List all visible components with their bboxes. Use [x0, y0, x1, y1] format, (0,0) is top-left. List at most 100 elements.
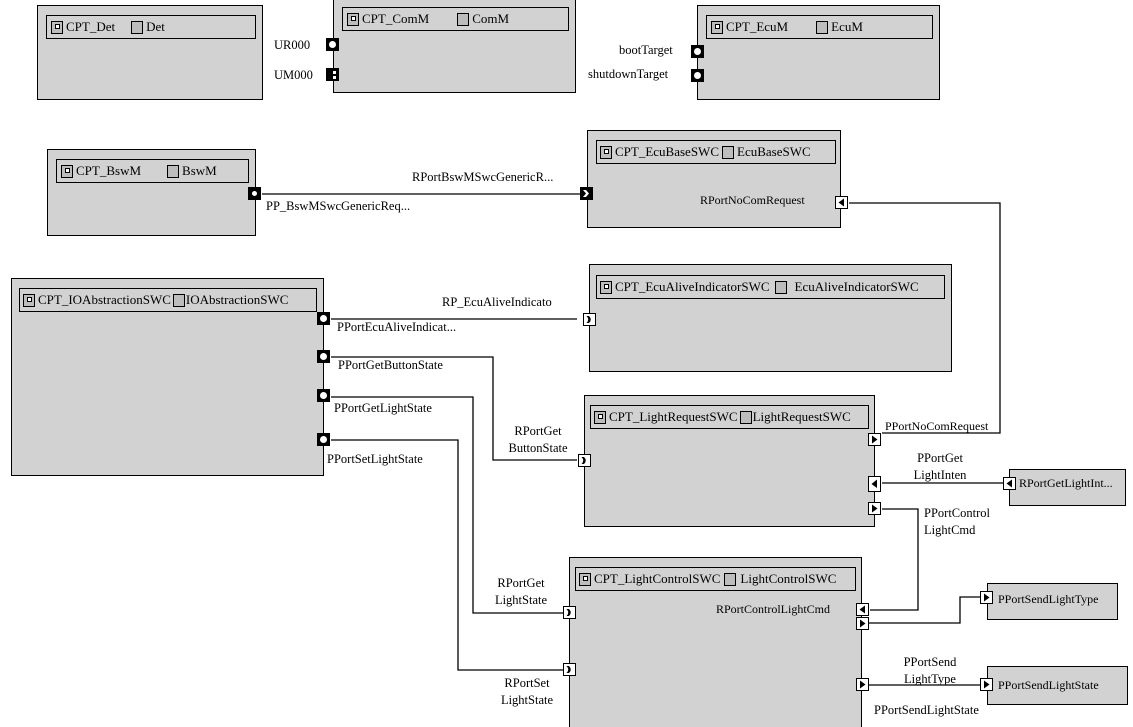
- component-type-icon: [739, 410, 752, 424]
- prototype-icon: [23, 293, 35, 307]
- port-label-rport-getbutton: RPortGet ButtonState: [498, 424, 578, 455]
- port-label-pport-setlight: PPortSetLightState: [327, 452, 423, 466]
- port-external-send-light-state[interactable]: [980, 678, 993, 691]
- component-header: CPT_LightControlSWC LightControlSWC: [575, 567, 856, 591]
- component-instance-name: CPT_Det: [66, 19, 116, 34]
- label-line-1: RPortGet: [514, 424, 562, 438]
- external-port-label: PPortSendLightType: [998, 592, 1099, 606]
- external-port-label: RPortGetLightInt...: [1019, 476, 1113, 490]
- prototype-icon: [600, 145, 612, 159]
- port-rport-nocom-request[interactable]: [835, 196, 848, 209]
- port-pport-send-light-type[interactable]: [856, 617, 869, 630]
- label-line-2: LightType: [904, 672, 956, 686]
- port-pp-bswm-swc-generic-request[interactable]: [248, 187, 261, 200]
- port-ur000[interactable]: [326, 38, 339, 51]
- port-rport-get-light-intensity[interactable]: [1003, 477, 1016, 490]
- component-instance-name: CPT_ComM: [362, 11, 430, 26]
- component-light-control-swc[interactable]: CPT_LightControlSWC LightControlSWC: [569, 557, 862, 727]
- label-line-1: PPortSend: [903, 655, 957, 669]
- component-type-name: LightControlSWC: [740, 571, 837, 586]
- component-ecu-alive-indicator-swc[interactable]: CPT_EcuAliveIndicatorSWC EcuAliveIndicat…: [589, 264, 952, 372]
- component-comm[interactable]: CPT_ComM ComM: [333, 0, 576, 93]
- external-port-send-light-state[interactable]: PPortSendLightState: [987, 666, 1128, 705]
- label-line-2: LightState: [500, 693, 554, 707]
- port-label-rport-controllightcmd: RPortControlLightCmd: [716, 602, 831, 616]
- component-instance-name: CPT_EcuBaseSWC: [615, 144, 719, 159]
- port-pport-get-light-intensity[interactable]: [868, 476, 881, 492]
- component-type-name: BswM: [182, 163, 217, 178]
- component-type-icon: [457, 12, 470, 26]
- component-header: CPT_IOAbstractionSWC IOAbstractionSWC: [19, 288, 317, 312]
- port-label-um000: UM000: [274, 68, 313, 82]
- port-pport-get-light-state[interactable]: [317, 389, 330, 402]
- component-light-request-swc[interactable]: CPT_LightRequestSWC LightRequestSWC: [584, 395, 875, 527]
- port-rport-set-light-state[interactable]: [563, 663, 576, 676]
- component-type-icon: [131, 20, 144, 34]
- label-line-1: PPortControl: [924, 506, 990, 520]
- port-rp-ecu-alive-indicator[interactable]: [583, 313, 596, 326]
- port-rport-get-light-state[interactable]: [563, 606, 576, 619]
- port-um000[interactable]: [326, 68, 339, 81]
- component-type-icon: [724, 572, 737, 586]
- port-external-send-light-type[interactable]: [980, 591, 993, 604]
- port-pport-get-button-state[interactable]: [317, 350, 330, 363]
- component-det[interactable]: CPT_Det Det: [37, 5, 263, 100]
- component-io-abstraction-swc[interactable]: CPT_IOAbstractionSWC IOAbstractionSWC: [11, 278, 324, 476]
- component-type-name: EcuBaseSWC: [737, 144, 811, 159]
- port-boot-target[interactable]: [691, 45, 704, 58]
- component-instance-name: CPT_LightRequestSWC: [609, 409, 738, 424]
- component-bswm[interactable]: CPT_BswM BswM: [47, 149, 256, 236]
- wire-control-light-cmd: [870, 508, 919, 611]
- port-pport-set-light-state[interactable]: [317, 433, 330, 446]
- prototype-icon: [347, 12, 359, 26]
- port-label-pport-nocom: PPortNoComRequest: [885, 419, 989, 433]
- component-ecubase-swc[interactable]: CPT_EcuBaseSWC EcuBaseSWC: [587, 130, 841, 228]
- label-line-2: LightInten: [913, 468, 967, 482]
- port-pport-control-light-cmd[interactable]: [868, 502, 881, 515]
- component-type-icon: [167, 164, 180, 178]
- external-port-get-light-intensity[interactable]: RPortGetLightInt...: [1009, 469, 1126, 506]
- component-header: CPT_BswM BswM: [56, 159, 249, 183]
- port-label-rp-alive: RP_EcuAliveIndicato: [442, 295, 552, 309]
- port-label-pport-sendlightstate: PPortSendLightState: [874, 703, 979, 717]
- component-instance-name: CPT_EcuAliveIndicatorSWC: [615, 279, 770, 294]
- component-instance-name: CPT_EcuM: [726, 19, 789, 34]
- label-line-2: LightState: [494, 593, 548, 607]
- port-label-pp-bswm: PP_BswMSwcGenericReq...: [266, 199, 411, 213]
- port-rport-get-button-state[interactable]: [578, 454, 591, 467]
- port-label-rport-bswm: RPortBswMSwcGenericR...: [412, 170, 554, 184]
- component-type-name: IOAbstractionSWC: [185, 292, 289, 307]
- wire-get-button-state: [331, 356, 577, 461]
- component-type-icon: [774, 280, 787, 294]
- port-rport-bswm-swc-generic-request[interactable]: [580, 187, 593, 200]
- port-rport-control-light-cmd[interactable]: [856, 603, 869, 616]
- external-port-send-light-type[interactable]: PPortSendLightType: [987, 583, 1118, 620]
- port-pport-ecu-alive-indicator[interactable]: [317, 312, 330, 325]
- port-pport-nocom-request[interactable]: [868, 433, 881, 446]
- label-line-2: LightCmd: [924, 523, 976, 537]
- port-label-pport-alive: PPortEcuAliveIndicat...: [337, 320, 457, 334]
- component-header: CPT_EcuM EcuM: [706, 15, 933, 39]
- component-instance-name: CPT_LightControlSWC: [594, 571, 721, 586]
- component-type-icon: [722, 145, 734, 159]
- port-label-rport-nocom: RPortNoComRequest: [700, 193, 805, 207]
- component-type-name: ComM: [472, 11, 510, 26]
- component-ecum[interactable]: CPT_EcuM EcuM: [697, 5, 940, 100]
- port-label-pport-getlightinten: PPortGet LightInten: [900, 451, 980, 482]
- label-line-1: PPortGet: [917, 451, 963, 465]
- port-shutdown-target[interactable]: [691, 69, 704, 82]
- wire-get-light-state: [331, 396, 563, 614]
- external-port-label: PPortSendLightState: [998, 678, 1099, 692]
- component-header: CPT_Det Det: [46, 15, 256, 39]
- prototype-icon: [61, 164, 73, 178]
- port-label-pport-getbutton: PPortGetButtonState: [338, 358, 443, 372]
- wire-set-light-state: [331, 439, 563, 671]
- port-label-ur000: UR000: [274, 38, 311, 52]
- component-header: CPT_EcuBaseSWC EcuBaseSWC: [596, 140, 836, 164]
- component-type-name: LightRequestSWC: [752, 409, 851, 424]
- label-line-1: RPortSet: [504, 676, 550, 690]
- component-type-icon: [816, 20, 829, 34]
- port-label-boot-target: bootTarget: [619, 43, 673, 57]
- port-pport-send-light-state[interactable]: [856, 678, 869, 691]
